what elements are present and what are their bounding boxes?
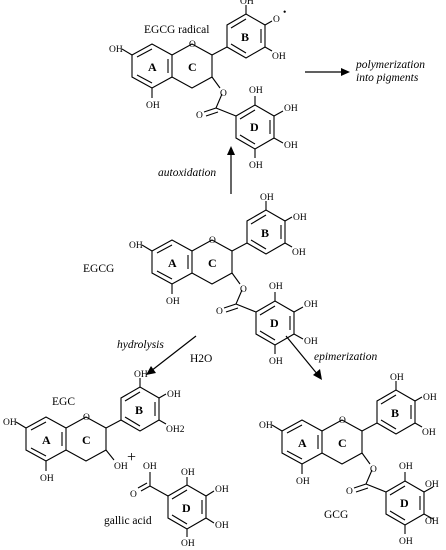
polymerization-label-line2: into pigments: [356, 72, 419, 84]
atom-carbonyl-oxygen: O: [216, 307, 223, 317]
atom-oh: OH: [272, 52, 286, 62]
autoxidation-label: autoxidation: [158, 167, 216, 179]
atom-oh-2: OH2: [166, 425, 185, 435]
ring-label-d: D: [250, 120, 259, 134]
egcg-molecule: OH OH O OH OH OH O O OH OH OH OH A B C D: [129, 193, 318, 367]
epimerization-arrow-head: [313, 369, 322, 380]
ring-label-b: B: [261, 226, 269, 240]
atom-oh: OH: [296, 477, 310, 487]
atom-oh: OH: [284, 104, 298, 114]
atom-ring-oxygen: O: [189, 40, 196, 50]
atom-oh: OH: [3, 418, 17, 428]
atom-oh: OH: [249, 86, 263, 96]
atom-ester-oxygen: O: [370, 465, 377, 475]
atom-oh: OH: [284, 141, 298, 151]
ring-label-b: B: [241, 30, 249, 44]
atom-oh: OH: [129, 241, 143, 251]
egc-molecule: OH OH O OH OH OH2 OH A B C: [3, 370, 185, 484]
atom-oh: OH: [259, 421, 273, 431]
ring-label-c: C: [338, 436, 347, 450]
egcg-label: EGCG: [83, 263, 114, 275]
atom-oh: OH: [425, 517, 439, 527]
atom-oh: OH: [143, 462, 157, 472]
atom-ring-oxygen: O: [209, 236, 216, 246]
ring-label-a: A: [42, 433, 51, 447]
gallic-acid-label: gallic acid: [104, 515, 152, 527]
atom-oh: OH: [181, 539, 195, 549]
atom-oh: OH: [304, 300, 318, 310]
atom-ring-oxygen: O: [83, 413, 90, 423]
atom-carbonyl-oxygen: O: [130, 490, 137, 500]
atom-ring-oxygen: O: [339, 416, 346, 426]
autoxidation-arrow-head: [227, 146, 235, 155]
egc-label: EGC: [52, 396, 75, 408]
atom-oh: OH: [181, 468, 195, 478]
atom-oxygen-radical: O: [273, 15, 280, 25]
ring-label-d: D: [182, 501, 191, 515]
ring-label-a: A: [298, 436, 307, 450]
radical-dot: •: [283, 8, 286, 18]
atom-oh: OH: [304, 337, 318, 347]
atom-oh: OH: [240, 0, 254, 7]
atom-oh: OH: [423, 393, 437, 403]
hydrolysis-arrow-head: [146, 366, 156, 375]
hydrolysis-arrow: [150, 335, 197, 372]
atom-oh: OH: [109, 45, 123, 55]
atom-oh: OH: [269, 282, 283, 292]
atom-oh: OH: [134, 370, 148, 380]
atom-carbonyl-oxygen: O: [346, 487, 353, 497]
ring-label-a: A: [148, 60, 157, 74]
gallic-acid-molecule: OH O OH OH OH OH D: [130, 462, 229, 549]
atom-oh: OH: [215, 521, 229, 531]
ring-label-b: B: [135, 403, 143, 417]
hydrolysis-label: hydrolysis: [117, 339, 164, 351]
atom-carbonyl-oxygen: O: [196, 111, 203, 121]
atom-oh: OH: [114, 462, 128, 472]
atom-oh: OH: [249, 161, 263, 171]
atom-oh: OH: [166, 297, 180, 307]
atom-oh: OH: [399, 462, 413, 472]
atom-oh: OH: [215, 485, 229, 495]
plus-sign: +: [127, 449, 136, 466]
ring-label-c: C: [188, 60, 197, 74]
atom-ester-oxygen: O: [240, 285, 247, 295]
atom-oh: OH: [40, 474, 54, 484]
ring-label-c: C: [208, 256, 217, 270]
atom-oh: OH: [422, 428, 436, 438]
atom-ester-oxygen: O: [220, 89, 227, 99]
ring-label-d: D: [400, 496, 409, 510]
atom-oh: OH: [167, 390, 181, 400]
ring-label-d: D: [270, 316, 279, 330]
gcg-label: GCG: [324, 509, 348, 521]
atom-oh: OH: [269, 357, 283, 367]
atom-oh: OH: [292, 248, 306, 258]
polymerization-label: polymerization: [355, 59, 425, 71]
ring-label-c: C: [82, 433, 91, 447]
atom-oh: OH: [260, 193, 274, 203]
atom-oh: OH: [146, 101, 160, 111]
gcg-molecule: OH OH O OH OH OH O O OH OH OH OH A B C D: [259, 373, 439, 547]
ring-label-b: B: [391, 406, 399, 420]
epimerization-arrow: [285, 335, 319, 376]
water-label: H2O: [190, 353, 212, 365]
polymerization-arrow-head: [341, 68, 350, 76]
atom-oh: OH: [425, 480, 439, 490]
atom-oh: OH: [390, 373, 404, 383]
egcg-radical-label: EGCG radical: [144, 24, 209, 36]
egcg-radical-molecule: OH OH O OH O • OH O O OH OH OH OH A B C …: [109, 0, 298, 171]
epimerization-label: epimerization: [314, 351, 377, 363]
atom-oh: OH: [293, 213, 307, 223]
atom-oh: OH: [399, 537, 413, 547]
ring-label-a: A: [168, 256, 177, 270]
